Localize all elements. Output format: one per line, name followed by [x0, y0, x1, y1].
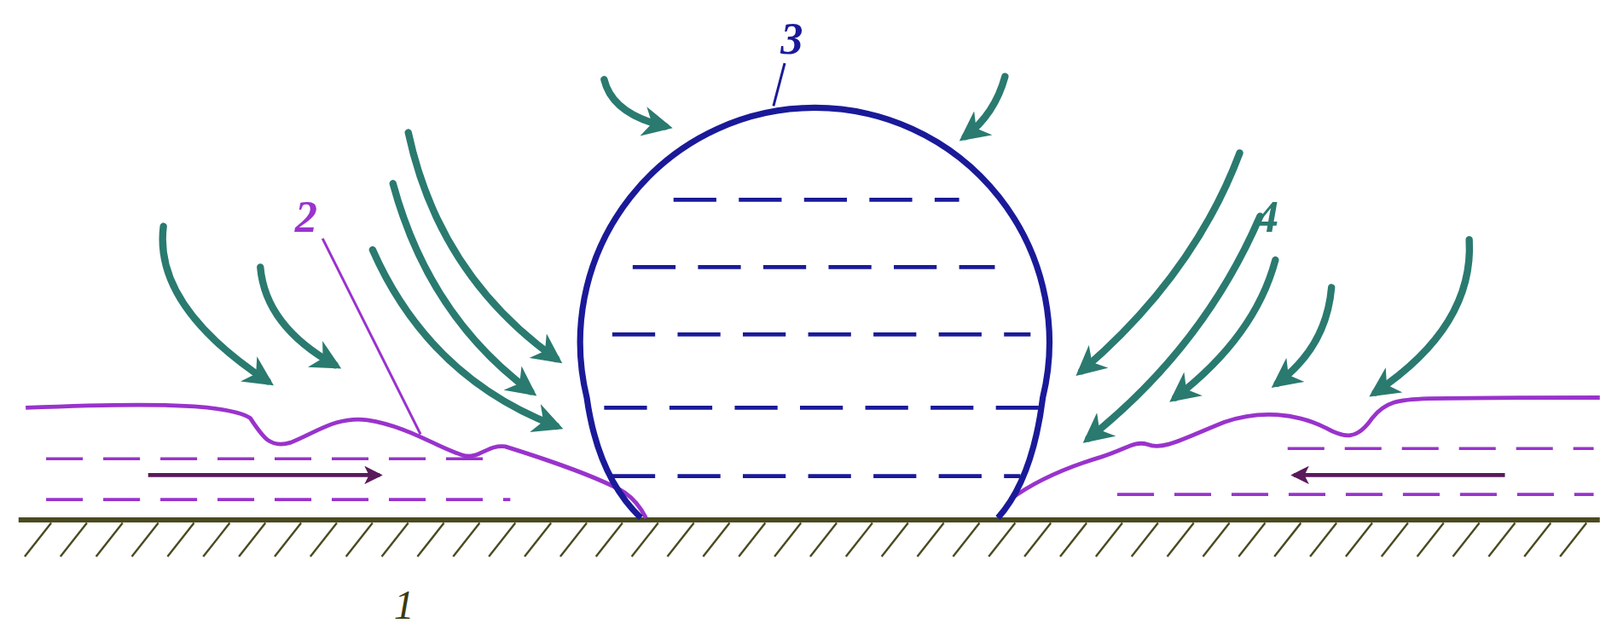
film-surface	[1009, 397, 1600, 500]
hatch-line	[1524, 523, 1551, 557]
flow-arrow	[148, 473, 381, 478]
flux-arrow	[393, 183, 531, 392]
hatch-line	[952, 523, 980, 557]
hatch-line	[631, 523, 659, 557]
hatch-line	[667, 523, 695, 557]
hatch-line	[1488, 523, 1515, 557]
hatch-line	[417, 523, 444, 557]
hatch-line	[346, 523, 373, 557]
drop-dashes	[603, 199, 1041, 476]
flux-arrow	[408, 132, 557, 360]
hatch-line	[1310, 523, 1337, 557]
ground-hatching	[24, 523, 1587, 557]
hatch-line	[1274, 523, 1301, 557]
hatch-line	[988, 523, 1015, 557]
hatch-line	[1559, 523, 1587, 557]
hatch-line	[1381, 523, 1409, 557]
hatch-line	[238, 523, 266, 557]
flux-arrow	[1088, 216, 1260, 440]
hatch-line	[774, 523, 801, 557]
hatch-line	[1417, 523, 1444, 557]
hatch-line	[1095, 523, 1123, 557]
hatch-line	[60, 523, 87, 557]
hatch-line	[452, 523, 480, 557]
hatch-line	[382, 523, 409, 557]
leader-lines	[322, 63, 785, 435]
flux-arrow	[372, 249, 557, 427]
film-dashes	[46, 448, 1594, 500]
flux-arrow	[162, 226, 268, 383]
hatch-line	[488, 523, 516, 557]
hatch-line	[167, 523, 194, 557]
callout-number: 4	[1256, 193, 1279, 239]
hatch-line	[524, 523, 551, 557]
hatch-line	[96, 523, 123, 557]
hatch-line	[1060, 523, 1087, 557]
hatch-line	[24, 523, 52, 557]
hatch-line	[1202, 523, 1229, 557]
hatch-line	[1024, 523, 1051, 557]
ground-surface	[18, 517, 1600, 523]
hatch-line	[1167, 523, 1195, 557]
hatch-line	[274, 523, 302, 557]
flux-arrows	[162, 76, 1470, 440]
hatch-line	[810, 523, 837, 557]
hatch-line	[596, 523, 623, 557]
callout-number: 2	[295, 193, 318, 239]
hatch-line	[1238, 523, 1265, 557]
flux-arrow	[603, 79, 666, 127]
hatch-line	[1131, 523, 1159, 557]
hatch-line	[310, 523, 337, 557]
flux-arrow	[1277, 287, 1332, 383]
drop-outline	[579, 107, 1050, 518]
flux-arrow	[1081, 152, 1240, 372]
hatch-line	[560, 523, 587, 557]
hatch-line	[132, 523, 159, 557]
flux-arrow	[1375, 239, 1470, 393]
hatch-line	[846, 523, 873, 557]
flow-arrow	[1293, 473, 1506, 478]
hatch-line	[702, 523, 730, 557]
flux-arrow	[965, 76, 1006, 138]
flux-arrow	[1175, 260, 1276, 398]
hatch-line	[738, 523, 766, 557]
flux-arrow	[260, 266, 335, 366]
hatch-line	[1345, 523, 1373, 557]
hatch-line	[917, 523, 945, 557]
hatch-line	[881, 523, 909, 557]
callout-number: 3	[780, 16, 803, 62]
hatch-line	[1453, 523, 1480, 557]
callout-number: 1	[394, 585, 415, 627]
hatch-line	[202, 523, 230, 557]
